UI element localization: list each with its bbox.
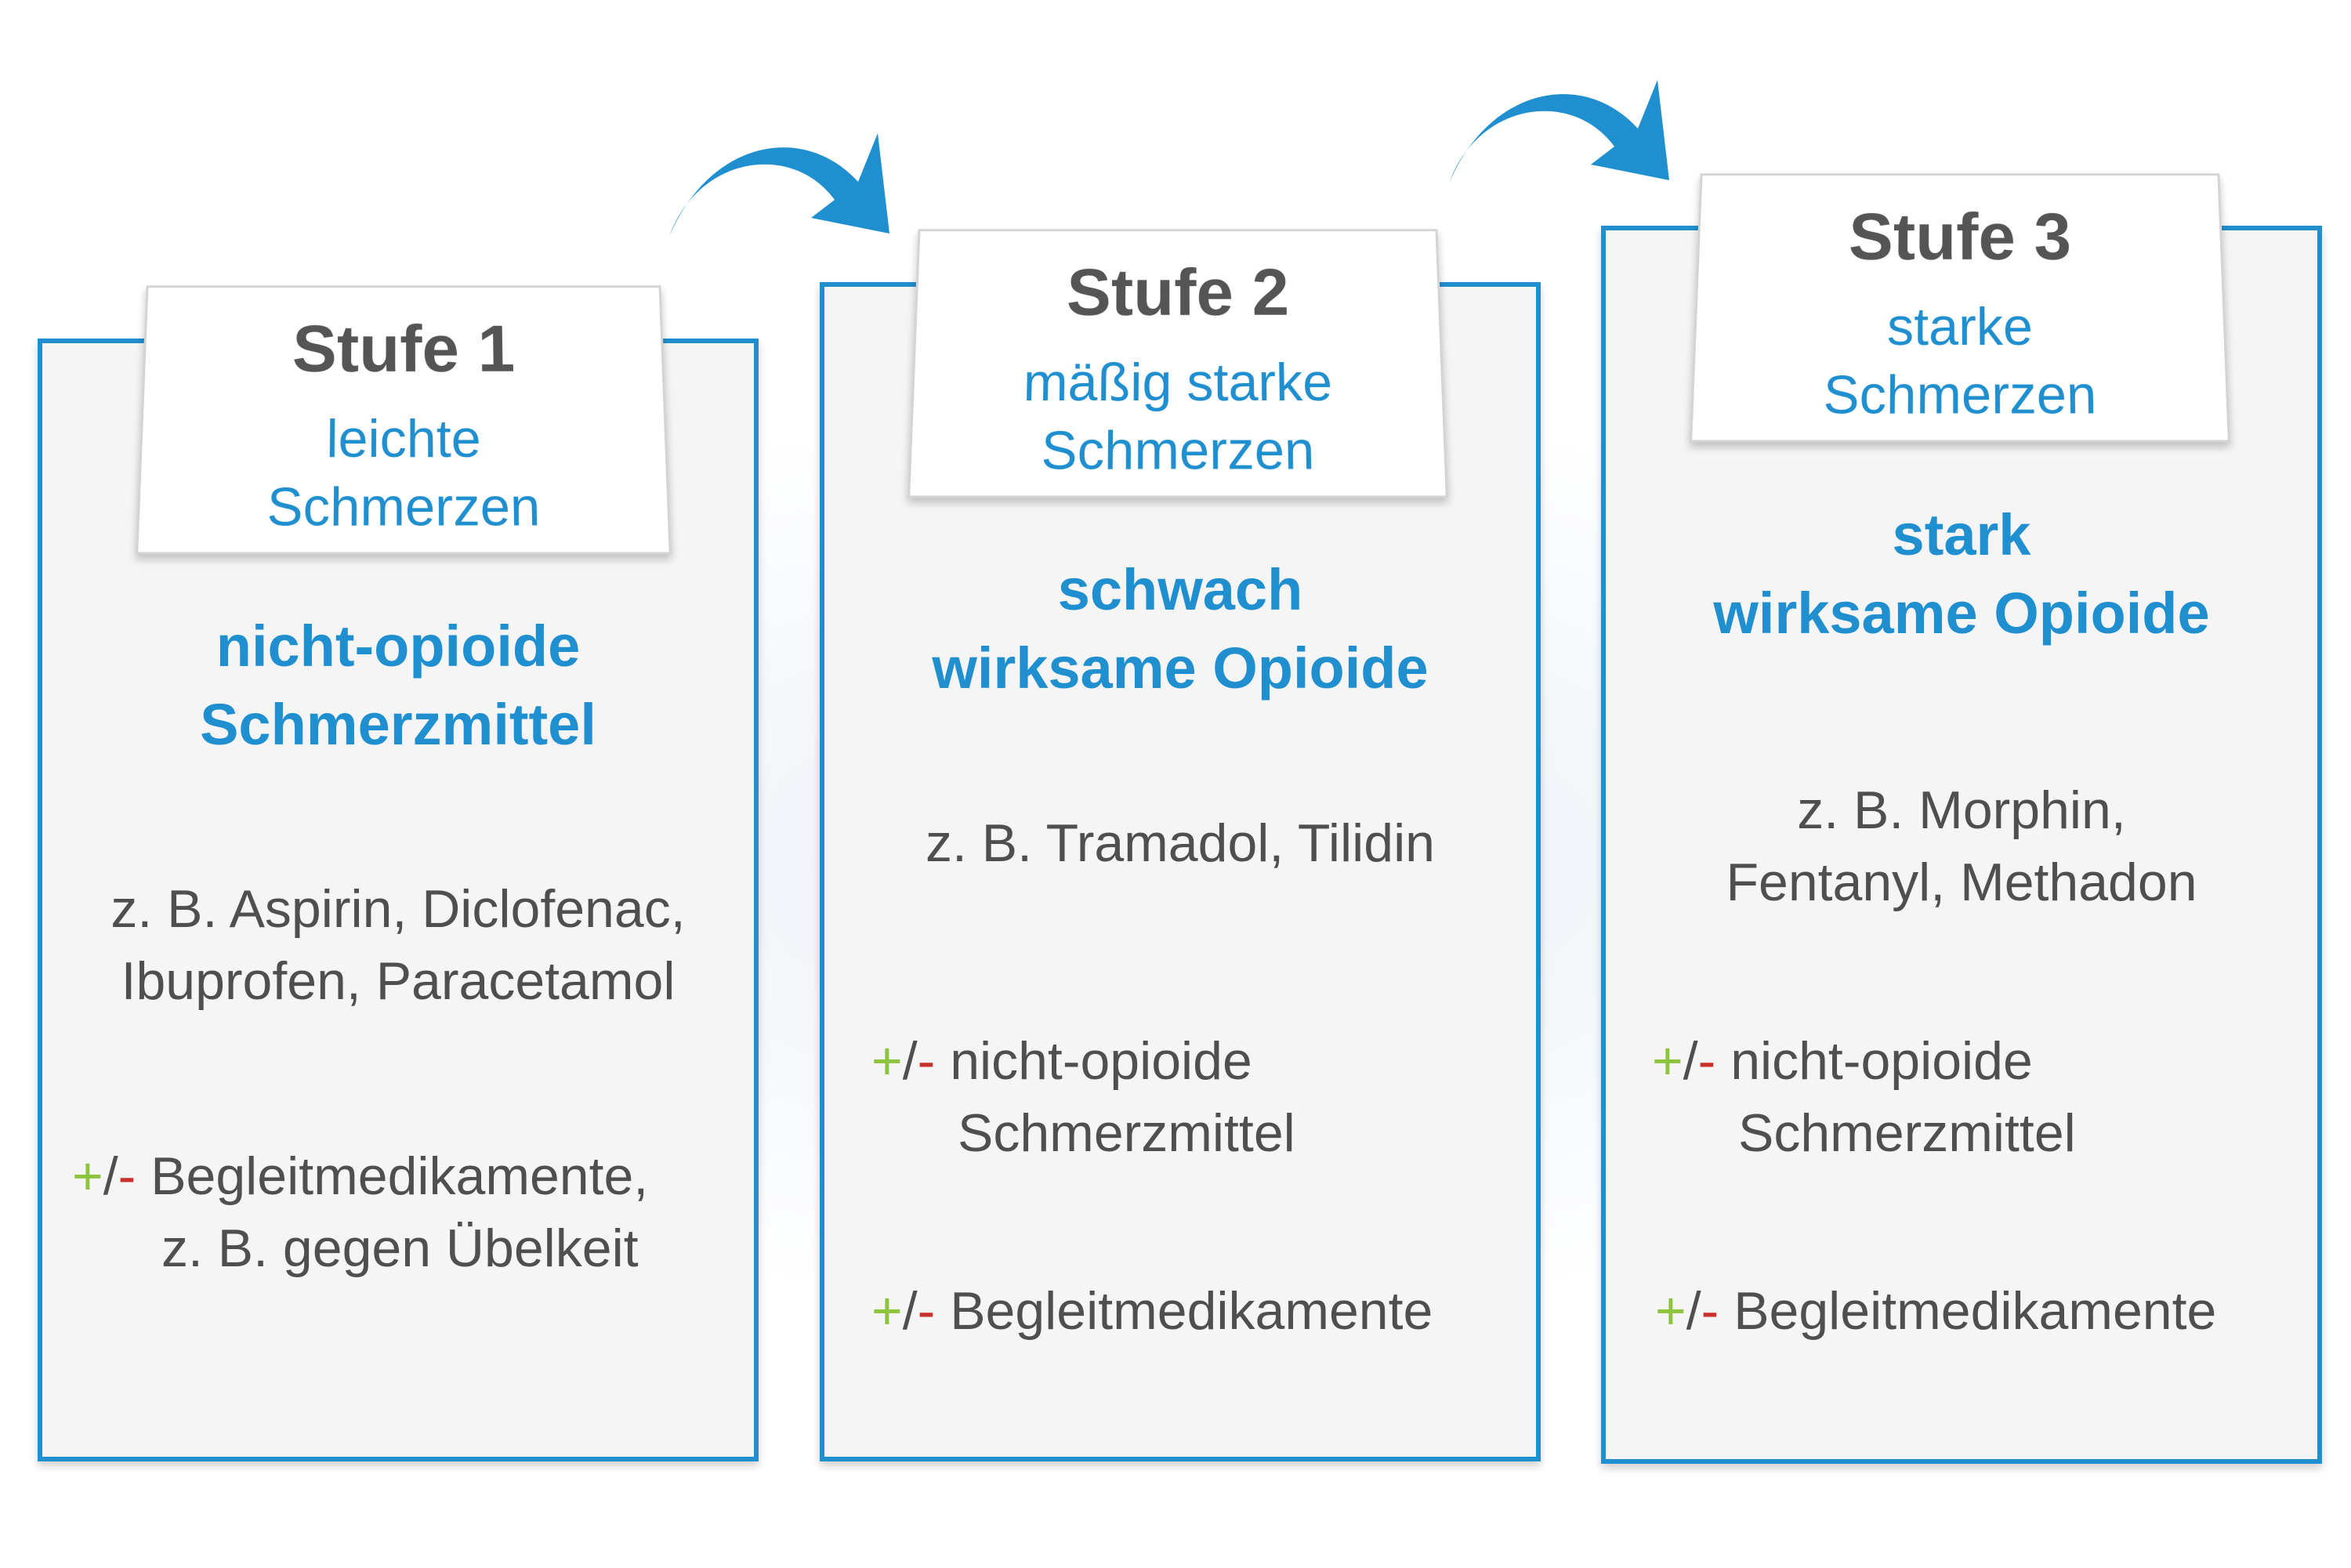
stage-3-heading: stark wirksame Opioide — [1601, 496, 2322, 653]
stage-2-title: Stufe 2 — [917, 260, 1439, 326]
stage-3-examples: z. B. Morphin, Fentanyl, Methadon — [1601, 774, 2322, 918]
stage-3-addon-2-line-1: +/- Begleitmedikamente — [1655, 1275, 2216, 1347]
stage-3-addon-1-line-1: +/- nicht-opioide — [1652, 1025, 2076, 1097]
stage-1-examples-line-2: Ibuprofen, Paracetamol — [38, 945, 759, 1017]
stage-3-addon-1-line-2: Schmerzmittel — [1652, 1097, 2076, 1169]
stage-3-examples-line-1: z. B. Morphin, — [1601, 774, 2322, 846]
stage-1-examples-line-1: z. B. Aspirin, Diclofenac, — [38, 873, 759, 945]
stage-3-tab: Stufe 3 starke Schmerzen — [1690, 173, 2230, 442]
stage-1-examples: z. B. Aspirin, Diclofenac, Ibuprofen, Pa… — [38, 873, 759, 1017]
stage-1-subtitle-line-1: leichte — [141, 405, 665, 473]
stage-2-examples: z. B. Tramadol, Tilidin — [820, 807, 1541, 879]
stage-1-heading: nicht-opioide Schmerzmittel — [38, 607, 759, 764]
stage-1-heading-line-1: nicht-opioide — [38, 607, 759, 686]
stage-2-addon-2: +/- Begleitmedikamente — [871, 1275, 1433, 1347]
stage-1-subtitle-line-2: Schmerzen — [139, 473, 668, 541]
curved-arrow-right-icon — [666, 125, 901, 259]
stage-2-addon-1-line-1: +/- nicht-opioide — [871, 1025, 1295, 1097]
stage-3-subtitle-line-1: starke — [1695, 293, 2225, 360]
stage-3-title: Stufe 3 — [1699, 205, 2221, 270]
stage-3-heading-line-1: stark — [1601, 496, 2322, 574]
stage-1-addon-1-line-2: z. B. gegen Übelkeit — [72, 1212, 648, 1284]
stage-1-addon-1-line-1: +/- Begleitmedikamente, — [72, 1140, 648, 1212]
stage-2-examples-line-1: z. B. Tramadol, Tilidin — [820, 807, 1541, 879]
stage-2-subtitle-line-1: mäßig starke — [913, 349, 1443, 416]
stage-2-addon-1-line-2: Schmerzmittel — [871, 1097, 1295, 1169]
stage-2-subtitle-line-2: Schmerzen — [911, 416, 1445, 485]
stage-3-addon-2: +/- Begleitmedikamente — [1655, 1275, 2216, 1347]
stage-1-title: Stufe 1 — [145, 317, 663, 382]
stage-3-heading-line-2: wirksame Opioide — [1601, 574, 2322, 653]
stage-2-addon-1: +/- nicht-opioide Schmerzmittel — [871, 1025, 1295, 1169]
stage-1-tab: Stufe 1 leichte Schmerzen — [136, 285, 672, 554]
stage-3-addon-1: +/- nicht-opioide Schmerzmittel — [1652, 1025, 2076, 1169]
stage-2-addon-2-line-1: +/- Begleitmedikamente — [871, 1275, 1433, 1347]
stage-2-tab: Stufe 2 mäßig starke Schmerzen — [907, 229, 1448, 498]
stage-2-heading: schwach wirksame Opioide — [820, 551, 1541, 708]
stage-3-examples-line-2: Fentanyl, Methadon — [1601, 846, 2322, 918]
stage-1-heading-line-2: Schmerzmittel — [38, 686, 759, 764]
stage-1-addon-1: +/- Begleitmedikamente, z. B. gegen Übel… — [72, 1140, 648, 1284]
curved-arrow-right-icon — [1446, 72, 1681, 205]
stage-2-heading-line-2: wirksame Opioide — [820, 629, 1541, 708]
stage-2-heading-line-1: schwach — [820, 551, 1541, 629]
stage-3-subtitle-line-2: Schmerzen — [1693, 360, 2227, 429]
